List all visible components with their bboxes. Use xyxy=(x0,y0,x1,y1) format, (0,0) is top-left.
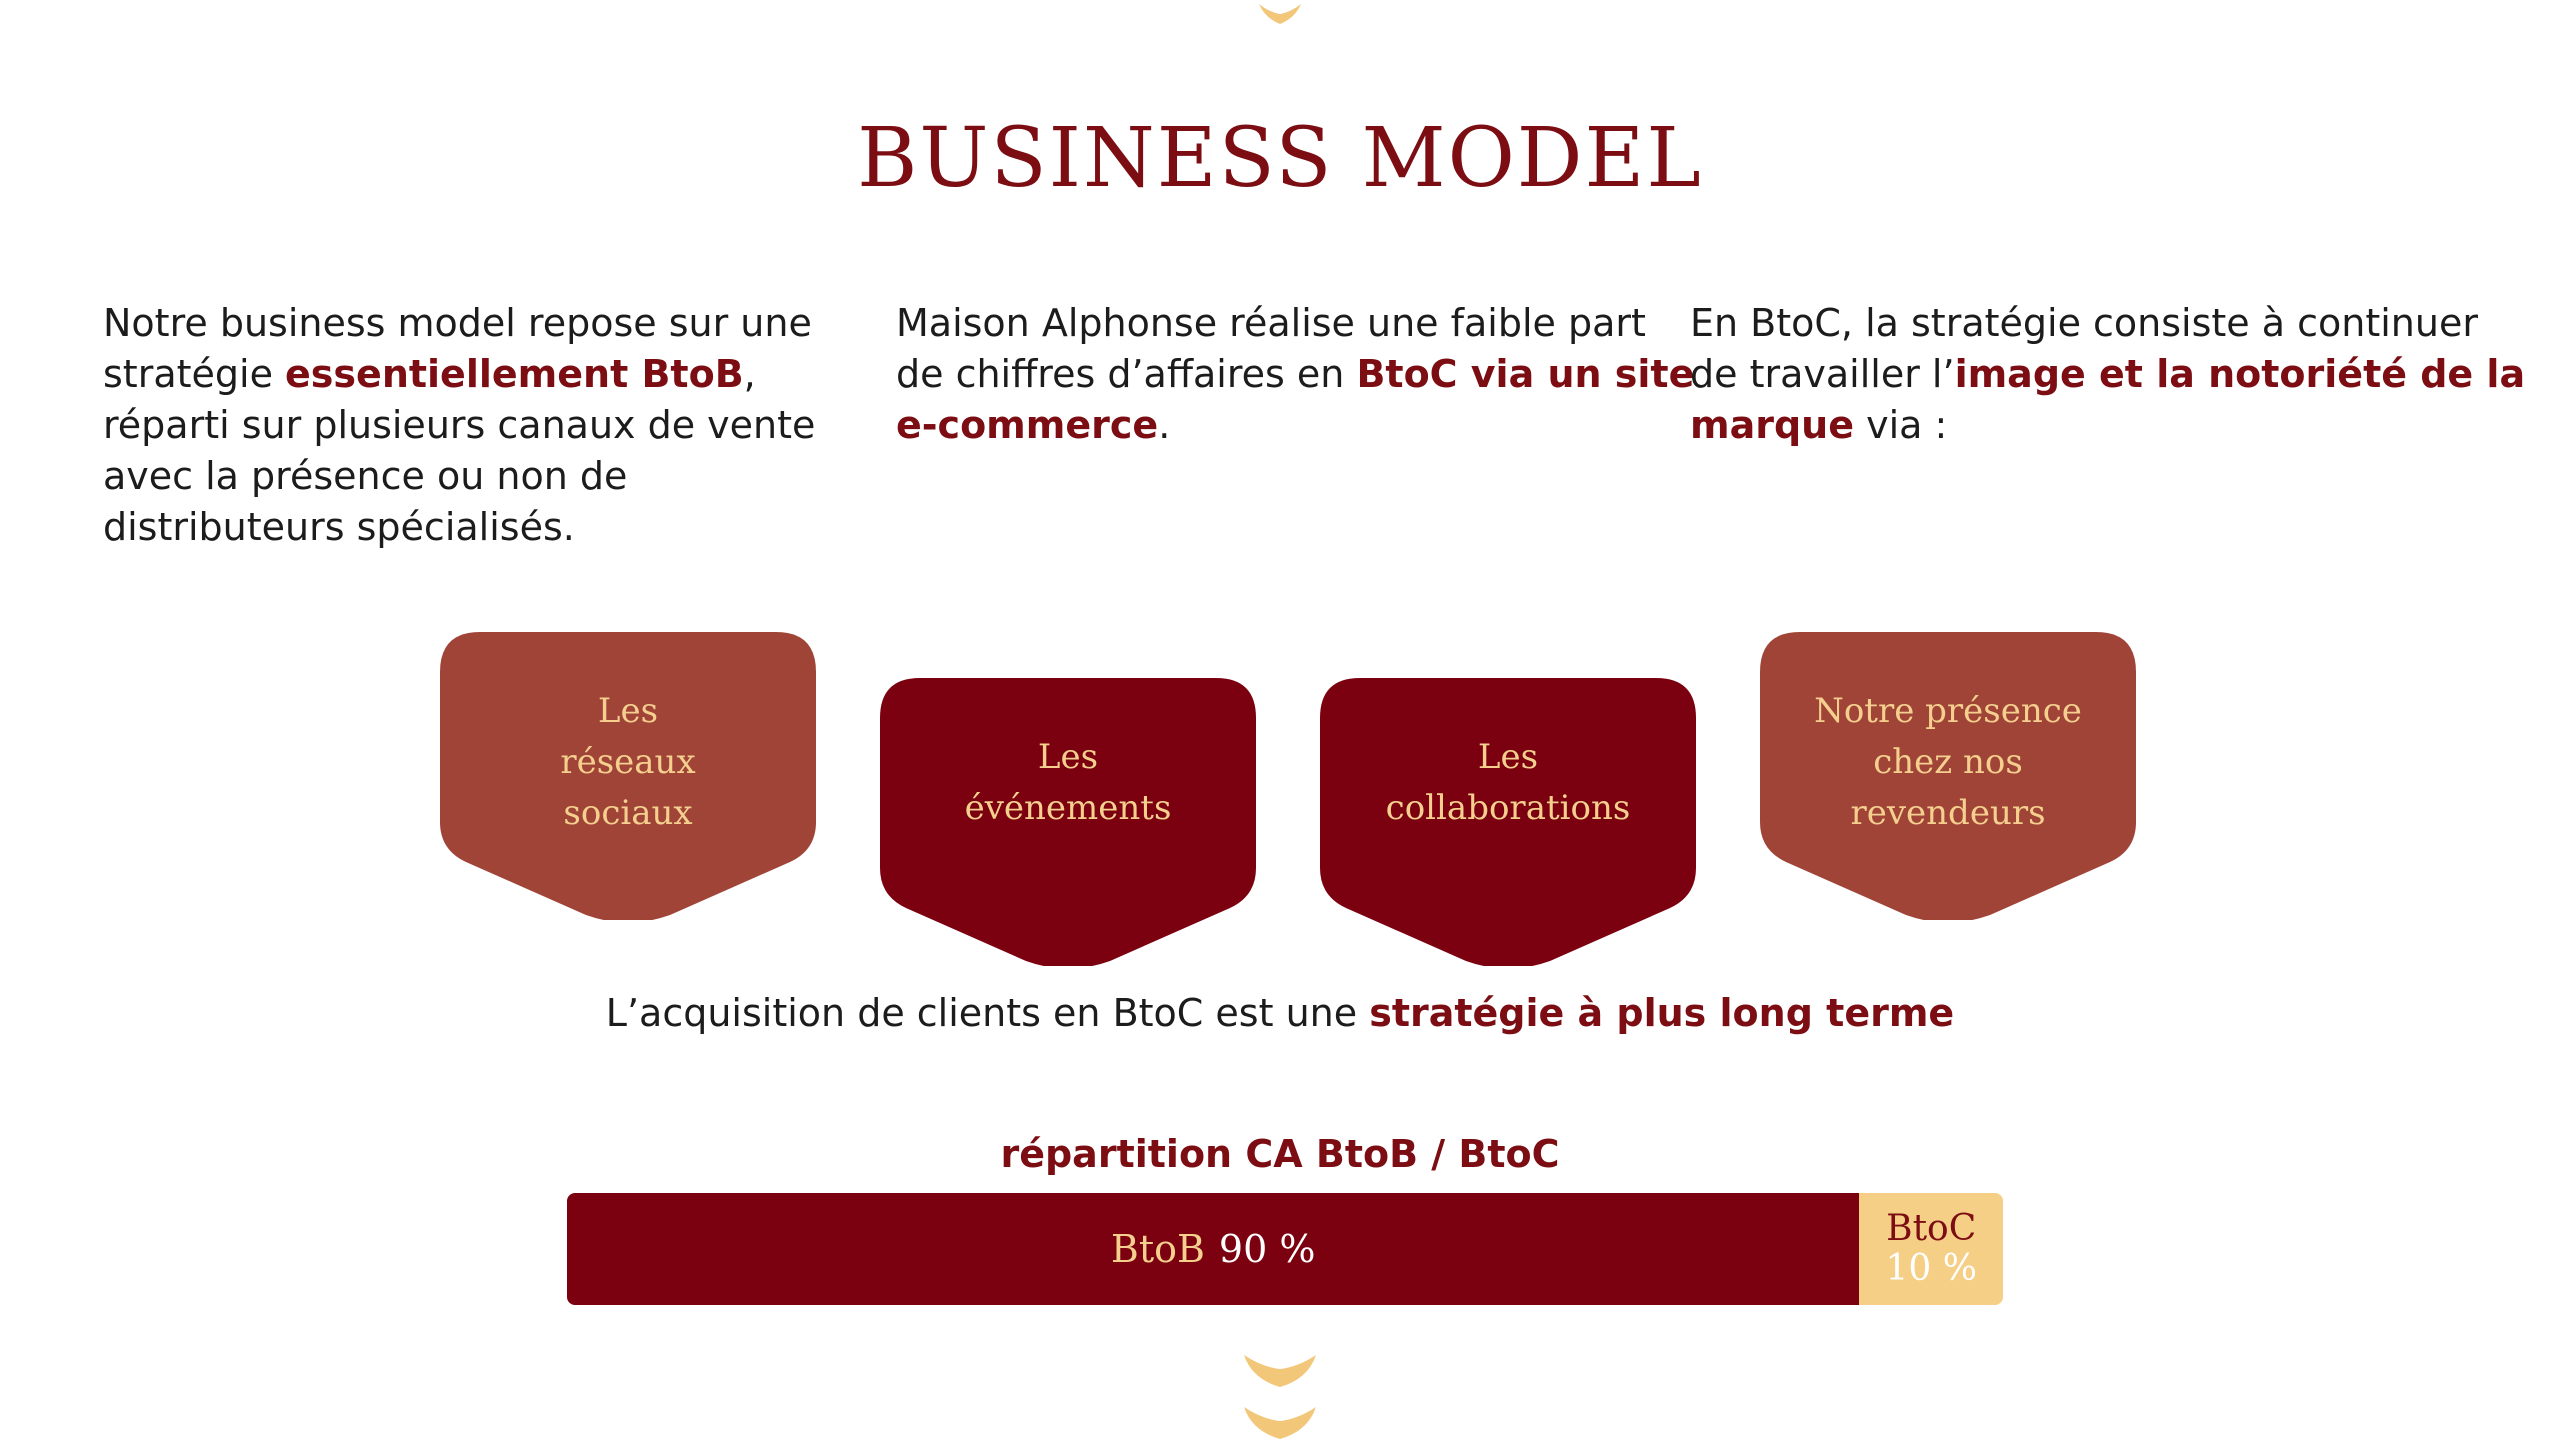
btoc-segment: BtoC 10 % xyxy=(1859,1193,2003,1305)
btob-segment: BtoB 90 % xyxy=(567,1193,1860,1305)
highlight-text: essentiellement BtoB xyxy=(285,352,744,396)
revenue-split-title: répartition CA BtoB / BtoC xyxy=(1000,1132,1560,1176)
body-text: Maison Alphonse réalise une faible part … xyxy=(896,301,1646,396)
badge-label-line: Les xyxy=(1037,737,1099,777)
badge-label: Les collaborations xyxy=(1320,732,1696,834)
btob-percent: 90 % xyxy=(1218,1227,1316,1271)
acquisition-text: L’acquisition de clients en BtoC est une xyxy=(605,991,1370,1035)
badge-label-line: événements xyxy=(964,788,1172,828)
body-text: . xyxy=(1158,403,1171,447)
badge-label-line: revendeurs xyxy=(1850,793,2046,833)
intro-paragraph-strategy: En BtoC, la stratégie consiste à continu… xyxy=(1690,298,2530,451)
badge-label-line: sociaux xyxy=(563,793,693,833)
body-text: En BtoC, la stratégie consiste à continu… xyxy=(1690,301,2478,396)
body-text: , réparti sur plusieurs canaux de vente … xyxy=(103,352,816,549)
btoc-label: BtoC xyxy=(1886,1208,1977,1249)
btob-label: BtoB xyxy=(1110,1227,1205,1271)
badge-label: Notre présence chez nos revendeurs xyxy=(1760,686,2136,839)
btoc-percent: 10 % xyxy=(1885,1248,1977,1289)
badge-social-networks: Les réseaux sociaux xyxy=(440,632,816,920)
badge-label-line: Les xyxy=(597,691,659,731)
highlight-text: image et la notoriété de la marque xyxy=(1690,352,2526,447)
page-title: BUSINESS MODEL xyxy=(857,111,1703,206)
badge-label-line: collaborations xyxy=(1385,788,1631,828)
acquisition-statement: L’acquisition de clients en BtoC est une… xyxy=(0,988,2560,1038)
body-text: via : xyxy=(1854,403,1948,447)
badge-resellers: Notre présence chez nos revendeurs xyxy=(1760,632,2136,920)
badge-label-line: Les xyxy=(1477,737,1539,777)
intro-paragraph-btoc: Maison Alphonse réalise une faible part … xyxy=(896,298,1696,451)
badge-label-line: réseaux xyxy=(560,742,696,782)
badge-label: Les événements xyxy=(880,732,1256,834)
wheat-ornament-icon xyxy=(1259,0,1301,24)
badge-label-line: chez nos xyxy=(1873,742,2023,782)
revenue-split-bar: BtoB 90 % BtoC 10 % xyxy=(567,1193,2003,1305)
highlight-text: BtoC via un site e-commerce xyxy=(896,352,1695,447)
badge-collaborations: Les collaborations xyxy=(1320,678,1696,966)
body-text: Notre business model repose sur une stra… xyxy=(103,301,812,396)
wheat-ornament-icon xyxy=(1244,1349,1316,1439)
acquisition-highlight: stratégie à plus long terme xyxy=(1369,991,1955,1035)
badge-events: Les événements xyxy=(880,678,1256,966)
badge-label: Les réseaux sociaux xyxy=(440,686,816,839)
intro-paragraph-btob: Notre business model repose sur une stra… xyxy=(103,298,873,553)
badge-label-line: Notre présence xyxy=(1814,691,2082,731)
